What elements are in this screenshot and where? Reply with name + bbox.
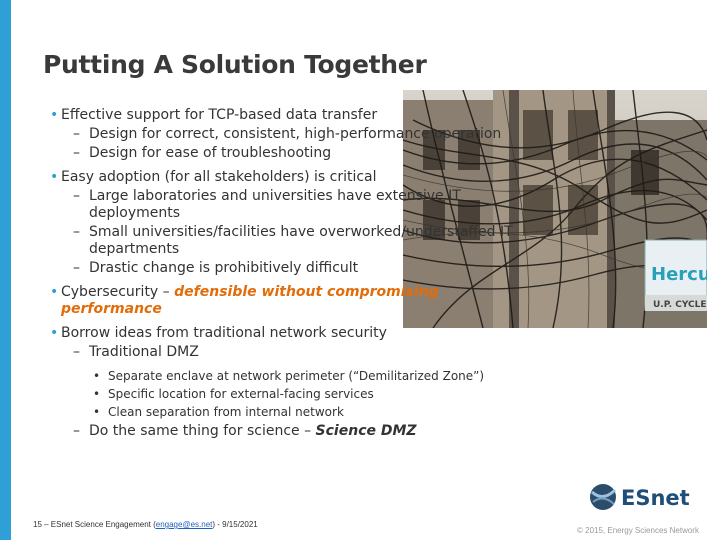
sub-bullet-science-dmz: Do the same thing for science – Science …: [61, 423, 520, 440]
sub-bullet: Large laboratories and universities have…: [61, 188, 520, 222]
sub-bullet: Design for correct, consistent, high-per…: [61, 126, 520, 143]
bullet-tcp-support: Effective support for TCP-based data tra…: [50, 107, 520, 162]
left-accent-bar: [0, 0, 11, 540]
highlight-text: defensible without compromising performa…: [61, 284, 439, 317]
sub-sub-bullet: Separate enclave at network perimeter (“…: [61, 367, 520, 385]
email-link[interactable]: engage@es.net: [155, 520, 213, 529]
bullet-text: Borrow ideas from traditional network se…: [61, 325, 387, 341]
photo-sign-text: Hercul: [651, 264, 707, 285]
copyright: © 2015, Energy Sciences Network: [577, 526, 699, 535]
sub-bullet: Traditional DMZ: [61, 344, 520, 361]
emphasis-text: Science DMZ: [315, 423, 417, 439]
bullet-cybersecurity: Cybersecurity – defensible without compr…: [50, 284, 520, 318]
logo-text: ESnet: [621, 486, 690, 510]
slide-title: Putting A Solution Together: [43, 50, 427, 79]
sub-sub-bullet: Specific location for external-facing se…: [61, 385, 520, 403]
sub-bullet: Design for ease of troubleshooting: [61, 145, 520, 162]
sub-bullet-text: Do the same thing for science –: [89, 423, 316, 439]
photo-sign-text-2: U.P. CYCLE: [653, 300, 707, 310]
sub-sub-bullet: Clean separation from internal network: [61, 403, 520, 421]
bullet-text: Effective support for TCP-based data tra…: [61, 107, 378, 123]
bullet-list: Effective support for TCP-based data tra…: [50, 107, 520, 447]
sub-bullet: Small universities/facilities have overw…: [61, 224, 520, 258]
esnet-logo: ESnet: [588, 480, 698, 514]
bullet-easy-adoption: Easy adoption (for all stakeholders) is …: [50, 169, 520, 277]
sub-bullet: Drastic change is prohibitively difficul…: [61, 260, 520, 277]
bullet-text: Cybersecurity –: [61, 284, 175, 300]
globe-swoosh-icon: [590, 488, 617, 498]
bullet-borrow-ideas: Borrow ideas from traditional network se…: [50, 325, 520, 440]
footer-text: ) - 9/15/2021: [212, 520, 258, 529]
bullet-text: Easy adoption (for all stakeholders) is …: [61, 169, 377, 185]
footer-text: 15 – ESnet Science Engagement (: [33, 520, 156, 529]
footer-left: 15 – ESnet Science Engagement (engage@es…: [33, 520, 258, 529]
